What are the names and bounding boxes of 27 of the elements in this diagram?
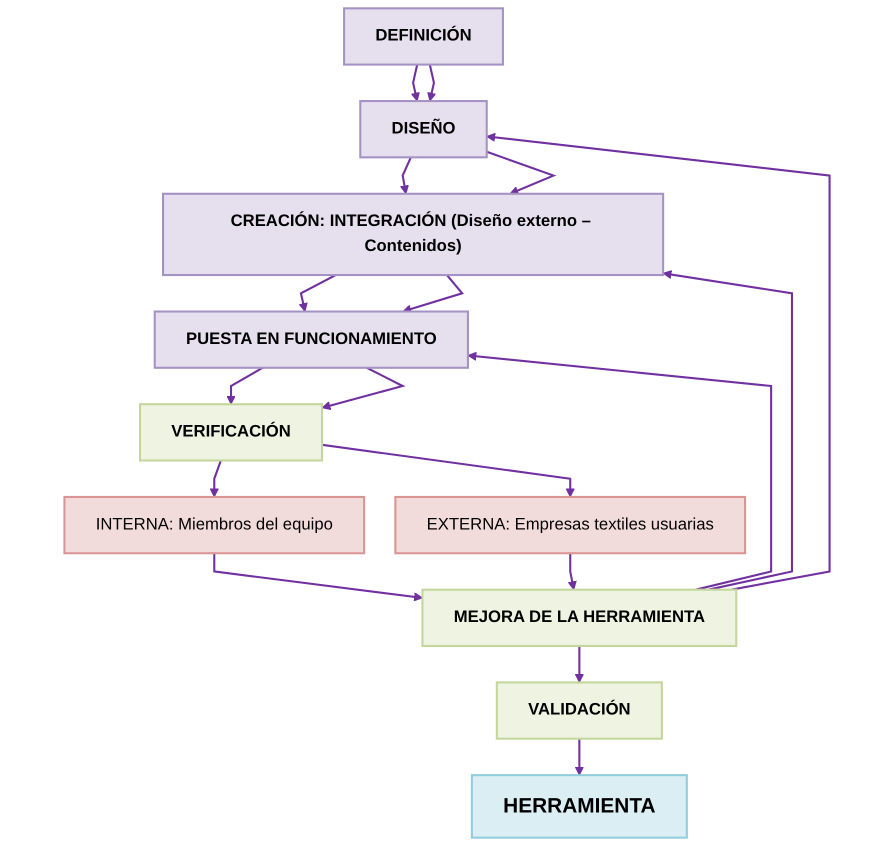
node-box: DEFINICIÓN bbox=[343, 7, 504, 66]
node-box: MEJORA DE LA HERRAMIENTA bbox=[421, 588, 738, 647]
arrow bbox=[322, 444, 575, 498]
arrow bbox=[486, 150, 556, 195]
arrow bbox=[402, 274, 464, 314]
node-box: PUESTA EN FUNCIONAMIENTO bbox=[154, 310, 469, 369]
arrow bbox=[486, 132, 831, 591]
arrow bbox=[298, 274, 336, 312]
arrow bbox=[322, 366, 406, 410]
arrow bbox=[226, 366, 264, 405]
arrow bbox=[410, 64, 420, 102]
arrow bbox=[213, 553, 423, 602]
arrow bbox=[574, 738, 584, 776]
arrow bbox=[468, 352, 772, 591]
node-box: CREACIÓN: INTEGRACIÓN (Diseño externo – Contenidos) bbox=[162, 192, 664, 276]
arrow bbox=[662, 270, 794, 591]
node-box: DISEÑO bbox=[359, 100, 488, 158]
node-box: INTERNA: Miembros del equipo bbox=[63, 496, 366, 554]
arrow bbox=[210, 460, 222, 498]
node-box: VALIDACIÓN bbox=[496, 681, 663, 740]
node-box: EXTERNA: Empresas textiles usuarias bbox=[394, 496, 746, 554]
arrow bbox=[400, 156, 412, 194]
arrow bbox=[574, 646, 584, 683]
arrow bbox=[427, 64, 436, 102]
node-box: HERRAMIENTA bbox=[470, 774, 688, 839]
arrow bbox=[568, 553, 577, 590]
node-box: VERIFICACIÓN bbox=[139, 403, 324, 462]
